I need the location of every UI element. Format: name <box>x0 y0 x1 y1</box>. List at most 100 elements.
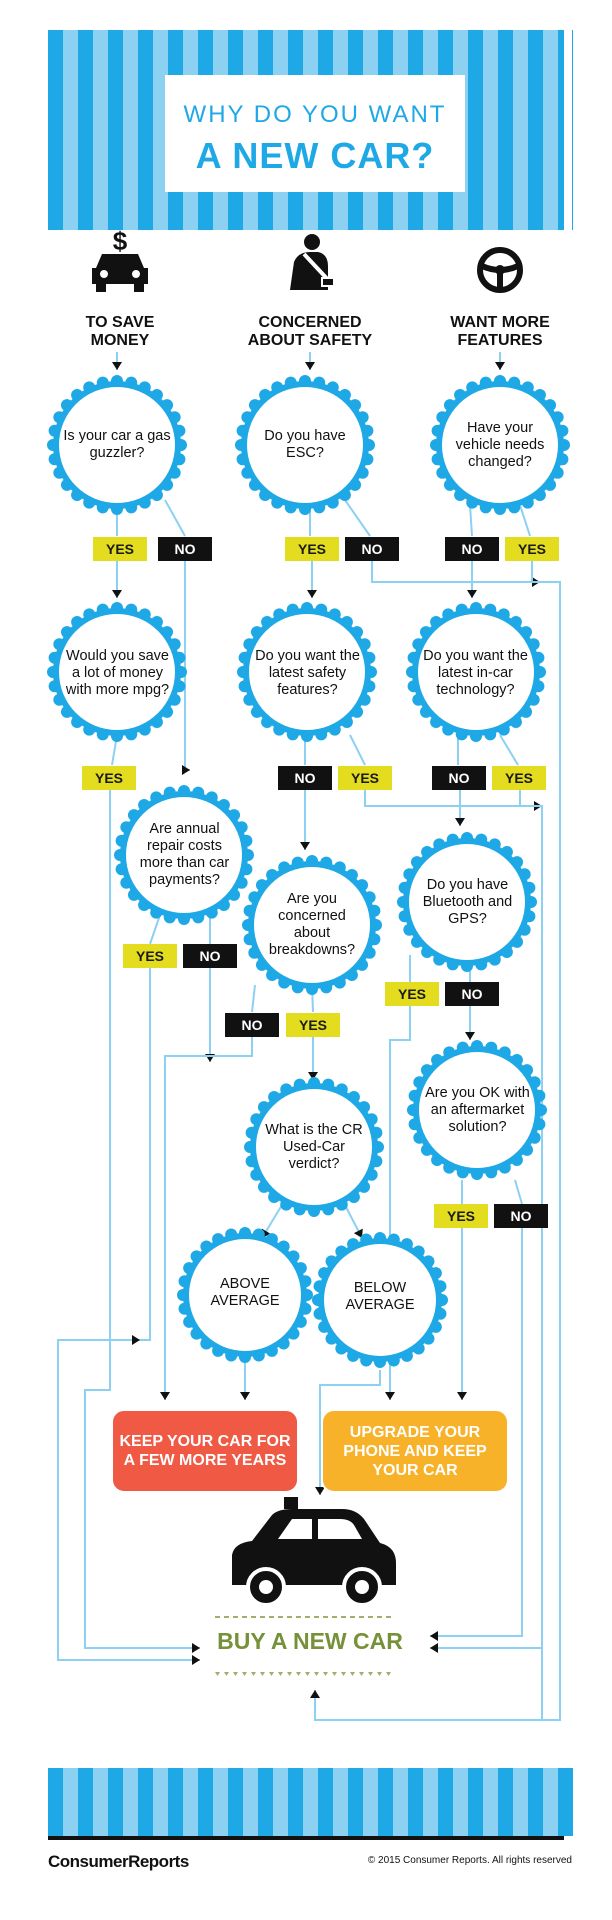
category-features: WANT MORE FEATURES <box>425 314 575 350</box>
header-stripe <box>468 30 483 230</box>
category-safety: CONCERNED ABOUT SAFETY <box>235 314 385 350</box>
flow-arrow <box>455 818 465 826</box>
circle-face <box>249 614 365 730</box>
flow-line <box>514 1179 523 1205</box>
outcome-upgrade-phone: UPGRADE YOUR PHONE AND KEEP YOUR CAR <box>343 1423 487 1479</box>
tag-no-esc: NO <box>345 537 399 561</box>
flow-line <box>371 561 540 583</box>
tag-yes-gas-guzzler: YES <box>93 537 147 561</box>
circle-face <box>59 387 175 503</box>
question-incar-tech: Do you want the latest in-car technology… <box>423 647 528 698</box>
footer-background <box>48 1768 564 1836</box>
buy-dash-top <box>242 1616 247 1618</box>
flow-arrow <box>465 1032 475 1040</box>
buy-dash-top <box>224 1616 229 1618</box>
header-zigzag-bottom <box>40 230 572 240</box>
circle-cr-verdict <box>244 1077 384 1217</box>
consumer-reports-logo: ConsumerReports <box>48 1852 189 1871</box>
buy-dash-top <box>350 1616 355 1618</box>
footer-stripe <box>198 1768 213 1836</box>
circle-breakdowns <box>242 855 382 995</box>
flow-arrow <box>430 1643 438 1653</box>
flow-arrow <box>160 1392 170 1400</box>
title-line1: WHY DO YOU WANT <box>183 101 447 128</box>
header-edge-left <box>40 22 48 240</box>
circle-face <box>419 1052 535 1168</box>
car-icon <box>232 1497 396 1607</box>
tag-yes-incar-tech: YES <box>492 766 546 790</box>
flow-arrow <box>112 590 122 598</box>
flow-line <box>149 914 161 945</box>
circle-incar-tech <box>406 602 546 742</box>
circle-aftermarket <box>407 1040 547 1180</box>
circle-face <box>256 1089 372 1205</box>
circle-face <box>442 387 558 503</box>
buy-dash-bottom <box>368 1672 373 1676</box>
circle-face <box>418 614 534 730</box>
question-esc: Do you have ESC? <box>264 428 346 461</box>
footer-stripe <box>498 1768 513 1836</box>
title-box: WHY DO YOU WANT A NEW CAR? <box>165 75 465 192</box>
tag-yes-safety-features: YES <box>338 766 392 790</box>
buy-dash-bottom <box>332 1672 337 1676</box>
tag-no-gas-guzzler: NO <box>158 537 212 561</box>
buy-dash-bottom <box>341 1672 346 1676</box>
buy-dash-top <box>305 1616 310 1618</box>
footer-stripe <box>168 1768 183 1836</box>
flow-line <box>319 1370 381 1495</box>
header-stripe <box>528 30 543 230</box>
upgrade-box-border <box>321 1409 509 1493</box>
flow-line <box>349 734 366 766</box>
flow-lines <box>57 352 561 1721</box>
buy-dash-bottom <box>350 1672 355 1676</box>
steering-wheel-icon <box>477 247 523 293</box>
money-car-icon: $ <box>92 226 148 292</box>
circle-esc <box>235 375 375 515</box>
buy-dash-bottom <box>233 1672 238 1676</box>
circle-gas-guzzler <box>47 375 187 515</box>
tag-yes-save-mpg: YES <box>82 766 136 790</box>
flow-line <box>84 790 200 1649</box>
flow-line <box>519 504 531 537</box>
flow-line <box>469 504 473 537</box>
buy-dash-top <box>287 1616 292 1618</box>
flow-line <box>314 561 561 1721</box>
tag-yes-needs-changed: YES <box>505 537 559 561</box>
flow-arrow <box>308 1072 318 1080</box>
flow-arrow <box>300 842 310 850</box>
buy-dash-bottom <box>251 1672 256 1676</box>
buy-dash-top <box>269 1616 274 1618</box>
header-edge-right <box>564 22 572 240</box>
circle-below-average <box>312 1232 448 1368</box>
buy-dash-top <box>341 1616 346 1618</box>
outcome-buy-new-car: BUY A NEW CAR <box>217 1628 403 1654</box>
buy-dash-top <box>359 1616 364 1618</box>
circle-face <box>126 797 242 913</box>
circle-face <box>247 387 363 503</box>
category-line2: MONEY <box>90 332 150 349</box>
flow-line <box>519 790 543 1720</box>
tag-no-bluetooth: NO <box>445 982 499 1006</box>
buy-dash-bottom <box>314 1672 319 1676</box>
flow-line <box>57 968 200 1661</box>
buy-dash-bottom <box>296 1672 301 1676</box>
footer-stripe <box>348 1768 363 1836</box>
tag-yes-repair-costs: YES <box>123 944 177 968</box>
header-zigzag-top <box>40 22 572 30</box>
buy-dash-top <box>323 1616 328 1618</box>
question-safety-features: Do you want the latest safety features? <box>255 647 360 698</box>
circle-safety-features <box>237 602 377 742</box>
flow-arrow <box>240 1392 250 1400</box>
footer-stripe <box>48 1768 63 1836</box>
flow-line <box>164 1037 253 1400</box>
question-cr-verdict: What is the CR Used-Car verdict? <box>265 1121 363 1172</box>
category-line1: TO SAVE <box>85 314 155 331</box>
svg-text:$: $ <box>113 226 128 256</box>
footer-stripe <box>78 1768 93 1836</box>
title-line2: A NEW CAR? <box>195 135 435 176</box>
circle-face <box>254 867 370 983</box>
flow-line <box>430 1228 523 1637</box>
flow-arrow <box>112 362 122 370</box>
footer-stripe <box>288 1768 303 1836</box>
flow-line <box>251 984 256 1013</box>
